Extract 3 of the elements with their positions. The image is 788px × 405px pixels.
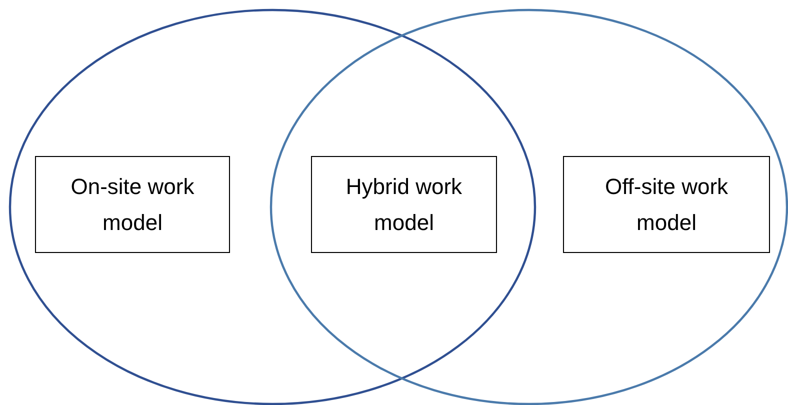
text-box: Off-site work model	[563, 156, 770, 253]
text-box: On-site work model	[35, 156, 230, 253]
text-box: Hybrid work model	[311, 156, 497, 253]
